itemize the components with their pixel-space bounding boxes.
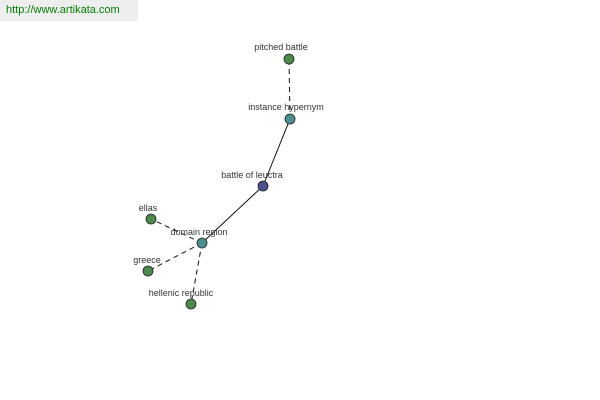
edge-domain-region-to-ellas [150,218,203,244]
node-marker-greece[interactable] [142,265,154,277]
node-domain-region[interactable]: domain region [170,227,228,249]
node-pitched-battle[interactable]: pitched battle [254,42,308,65]
node-hellenic-republic[interactable]: hellenic republic [149,288,214,310]
node-marker-pitched-battle[interactable] [283,53,295,65]
node-label-pitched-battle: pitched battle [254,42,308,52]
node-ellas[interactable]: ellas [139,203,158,225]
node-label-ellas: ellas [139,203,158,213]
node-marker-domain-region[interactable] [196,237,208,249]
node-label-greece: greece [133,255,161,265]
edge-battle-of-leuctra-to-instance-hypernym [262,118,291,187]
node-marker-hellenic-republic[interactable] [185,298,197,310]
node-greece[interactable]: greece [133,255,161,277]
node-marker-instance-hypernym[interactable] [284,113,296,125]
node-instance-hypernym[interactable]: instance hypernym [248,102,324,125]
node-marker-ellas[interactable] [145,213,157,225]
node-marker-battle-of-leuctra[interactable] [257,180,269,192]
node-label-domain-region: domain region [170,227,227,237]
node-label-battle-of-leuctra: battle of leuctra [221,170,283,180]
node-battle-of-leuctra[interactable]: battle of leuctra [221,170,283,192]
source-url[interactable]: http://www.artikata.com [0,0,138,21]
node-label-hellenic-republic: hellenic republic [149,288,214,298]
edge-instance-hypernym-to-pitched-battle [288,58,291,120]
graph-edges [147,58,291,305]
edge-domain-region-to-hellenic-republic [190,242,203,305]
edge-domain-region-to-greece [147,242,203,272]
graph-nodes: pitched battle instance hypernym battle of… [133,42,324,310]
edge-battle-of-leuctra-to-domain-region [201,185,264,244]
node-label-instance-hypernym: instance hypernym [248,102,324,112]
